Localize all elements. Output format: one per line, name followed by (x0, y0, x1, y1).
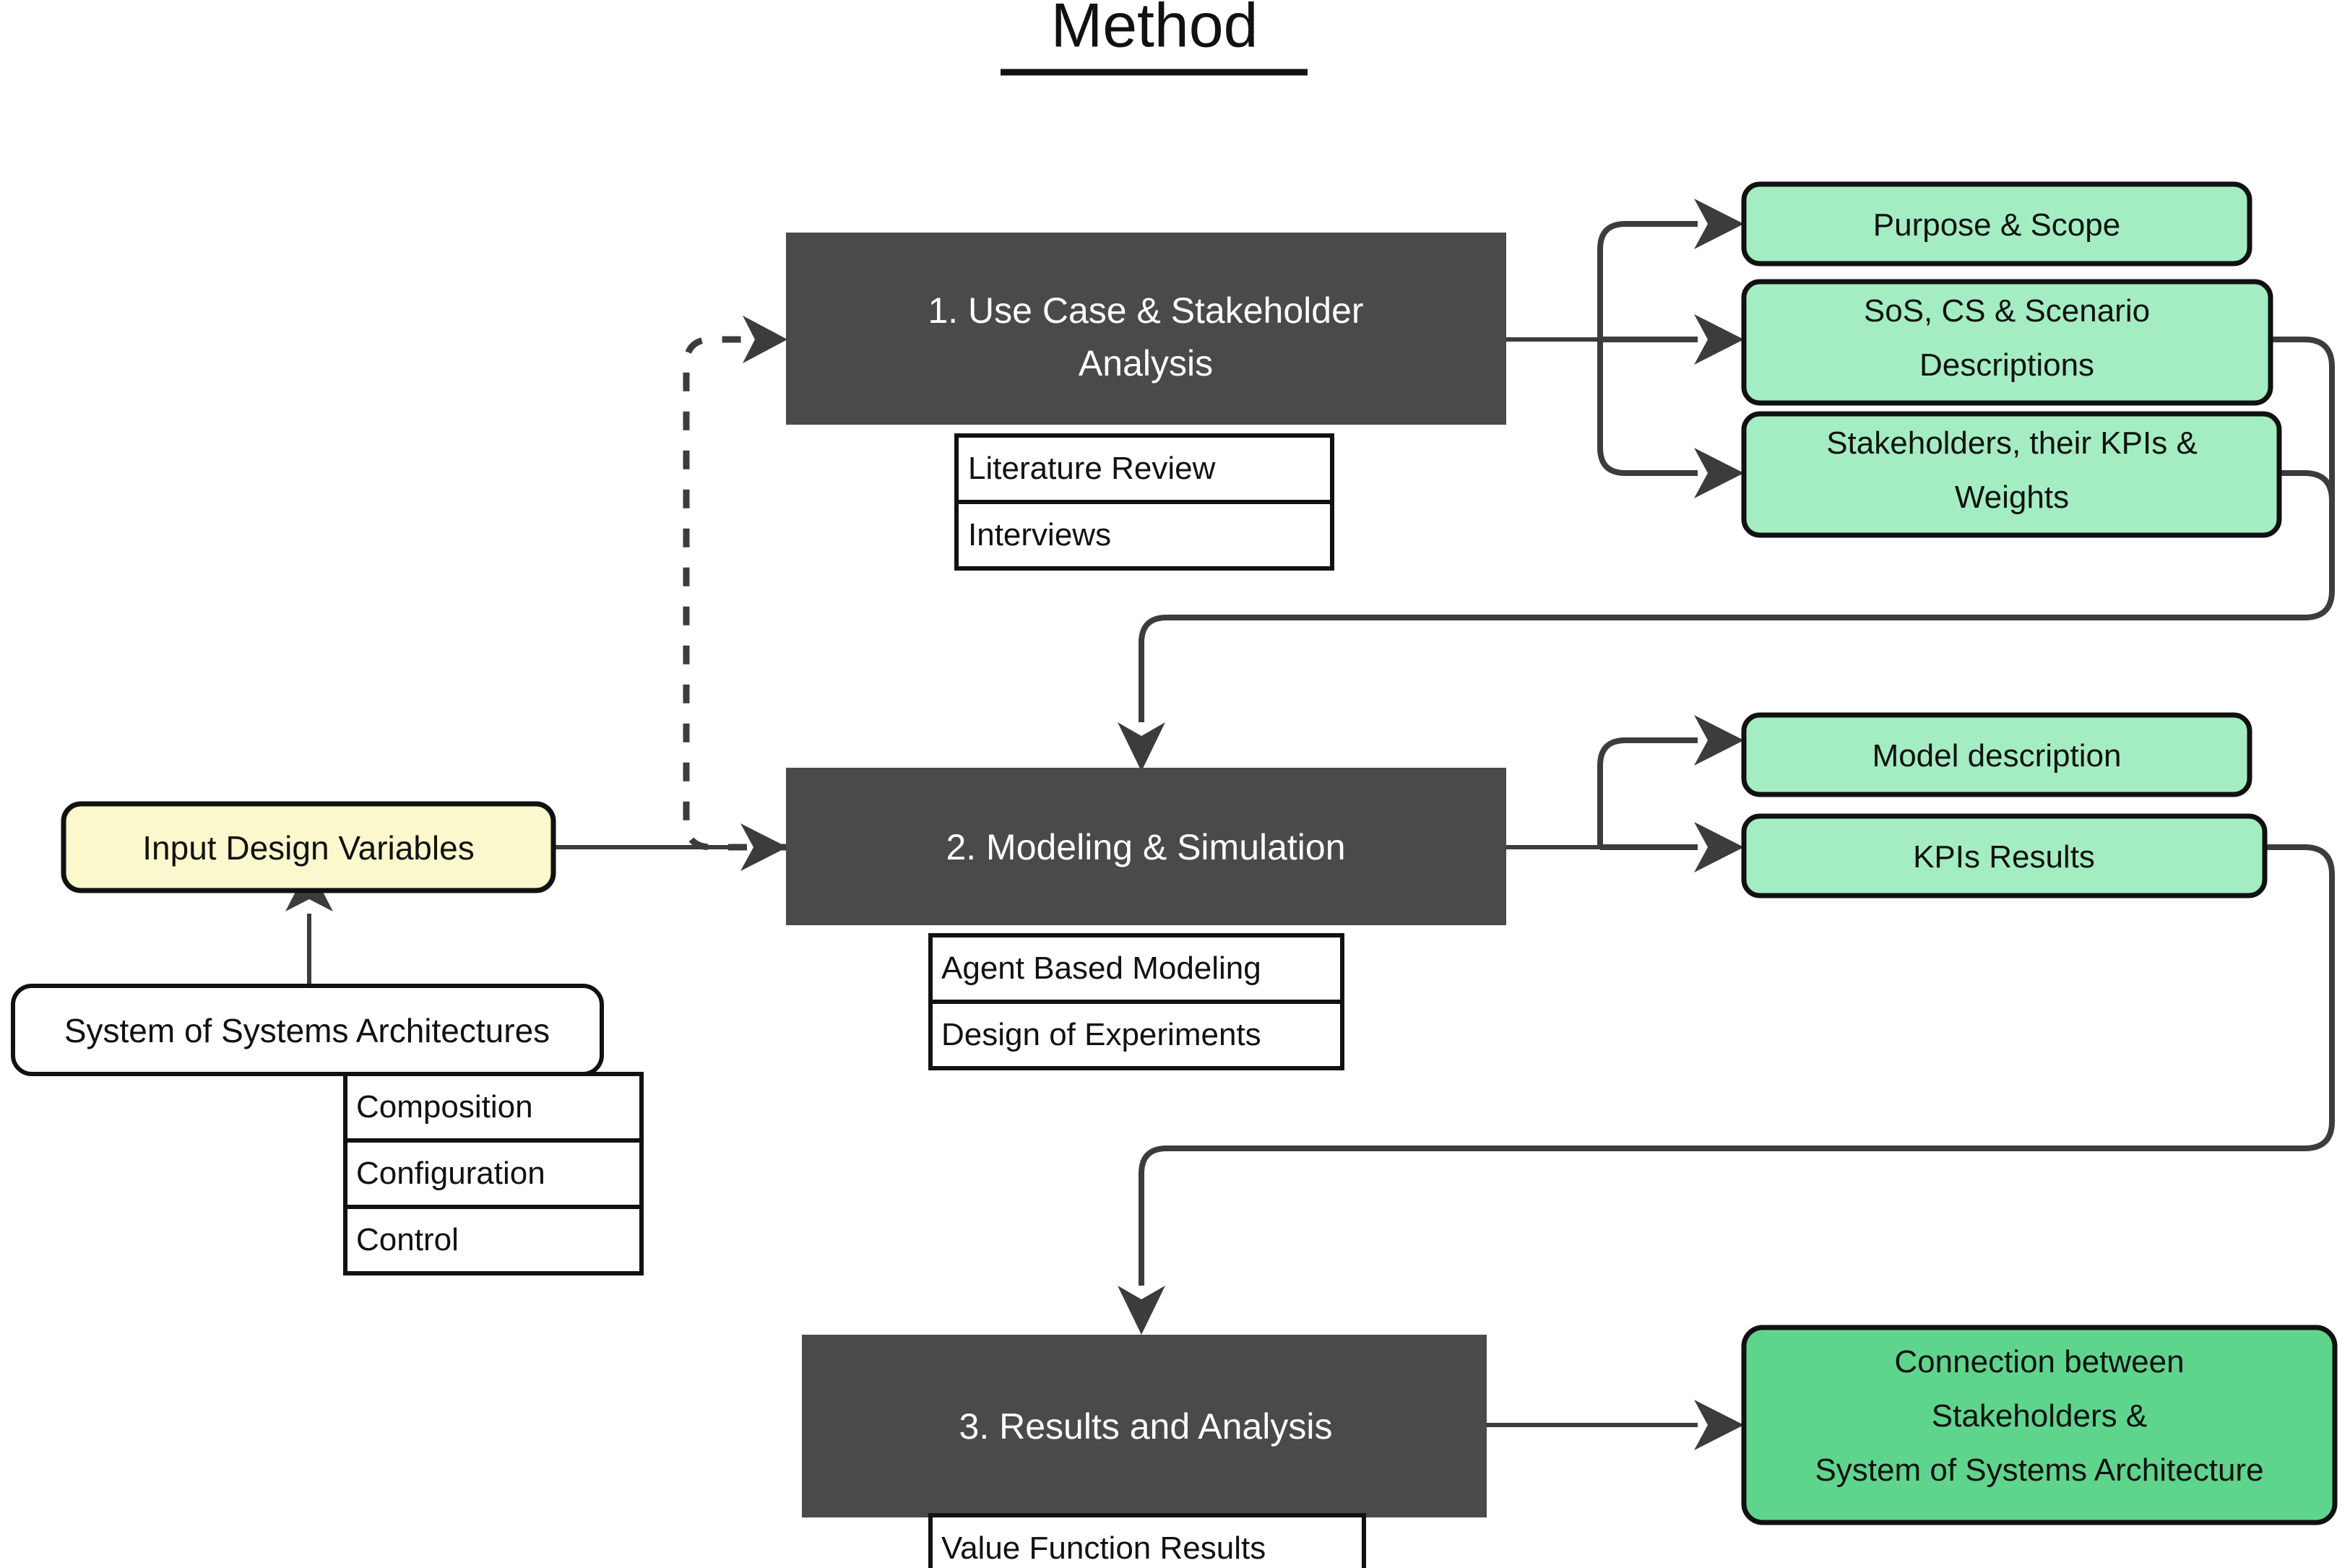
edge-feedback-arrowhead (743, 316, 787, 363)
phase-3-method-label: Value Function Results (941, 1530, 1266, 1566)
architecture-aspect-row[interactable] (343, 1072, 644, 1143)
phase-1-box[interactable] (786, 233, 1506, 425)
phase-3-group[interactable]: 3. Results and Analysis Value Function R… (802, 1335, 1487, 1568)
output-purpose-scope-box[interactable] (1741, 181, 2252, 267)
phase-3-method-row[interactable] (928, 1513, 1366, 1568)
architecture-aspects-table: Composition Configuration Control (343, 1072, 644, 1275)
edge-bus-to-phase3-arrowhead (1118, 1286, 1165, 1335)
system-of-systems-architectures-box[interactable] (11, 984, 604, 1076)
phase-1-label-line1: 1. Use Case & Stakeholder (928, 290, 1363, 331)
edge-stakeholders-kpis-to-phase2 (2279, 470, 2335, 578)
phase-2-box[interactable] (786, 768, 1506, 925)
edge-purpose-scope-arrowhead (1694, 199, 1744, 249)
output-sos-cs-scenario-line2: Descriptions (1919, 347, 2094, 383)
edge-kpis-results-to-phase3 (1139, 844, 2335, 1286)
output-connection-stakeholders-sos-box[interactable] (1741, 1325, 2338, 1525)
edge-connection-box-arrowhead (1694, 1400, 1744, 1450)
output-connection-line3: System of Systems Architecture (1815, 1452, 2263, 1488)
input-design-variables-box[interactable] (61, 801, 556, 893)
edge-kpis-results-arrowhead (1694, 822, 1744, 872)
output-stakeholders-kpis-line1: Stakeholders, their KPIs & (1826, 425, 2198, 461)
output-connection-stakeholders-sos[interactable]: Connection between Stakeholders & System… (1741, 1325, 2338, 1525)
phase-3-box[interactable] (802, 1335, 1487, 1517)
output-purpose-scope[interactable]: Purpose & Scope (1741, 181, 2252, 267)
output-sos-cs-scenario[interactable]: SoS, CS & Scenario Descriptions (1741, 279, 2273, 406)
edge-phase1-to-purpose-scope (1597, 221, 1698, 339)
output-kpis-results-label: KPIs Results (1913, 839, 2095, 875)
output-model-description-label: Model description (1872, 738, 2122, 774)
output-stakeholders-kpis-line2: Weights (1955, 480, 2069, 515)
phase-1-method-row[interactable] (954, 500, 1334, 571)
phase-2-method-row[interactable] (928, 1000, 1344, 1070)
phase-1-methods-table: Literature Review Interviews (954, 433, 1334, 571)
page-title: Method (1001, 0, 1308, 76)
architecture-aspect-label: Composition (356, 1089, 533, 1125)
inputs-group: Input Design Variables System of Systems… (11, 801, 644, 1275)
phase-1-label-line2: Analysis (1079, 343, 1213, 384)
edge-sos-descriptions-to-phase2 (1139, 337, 2335, 722)
edge-stakeholders-kpis-arrowhead (1694, 448, 1744, 498)
architecture-aspect-row[interactable] (343, 1138, 644, 1209)
edge-bus-to-phase2-arrowhead (1118, 722, 1165, 771)
edge-model-description-arrowhead (1694, 715, 1744, 766)
phase-1-method-label: Literature Review (968, 451, 1216, 486)
input-design-variables[interactable]: Input Design Variables (61, 801, 556, 893)
phase-2-group[interactable]: 2. Modeling & Simulation Agent Based Mod… (786, 768, 1506, 1070)
phase-2-label-line1: 2. Modeling & Simulation (946, 827, 1345, 867)
phase-3-label-line1: 3. Results and Analysis (959, 1406, 1333, 1447)
phase-2-outputs: Model description KPIs Results (1741, 712, 2268, 898)
input-design-variables-label: Input Design Variables (142, 829, 474, 867)
phase-1-group[interactable]: 1. Use Case & Stakeholder Analysis Liter… (786, 233, 1506, 571)
output-kpis-results-box[interactable] (1741, 813, 2268, 898)
output-sos-cs-scenario-line1: SoS, CS & Scenario (1864, 293, 2150, 329)
edge-input-to-phase2-arrowhead (740, 823, 787, 871)
architecture-aspect-row[interactable] (343, 1205, 644, 1275)
output-stakeholders-kpis-box[interactable] (1741, 411, 2282, 538)
phase-2-method-label: Design of Experiments (941, 1017, 1261, 1052)
phase-3-methods-table: Value Function Results (928, 1513, 1366, 1568)
output-kpis-results[interactable]: KPIs Results (1741, 813, 2268, 898)
phase-1-method-label: Interviews (968, 517, 1111, 553)
system-of-systems-architectures-label: System of Systems Architectures (64, 1012, 550, 1049)
output-sos-cs-scenario-box[interactable] (1741, 279, 2273, 406)
edge-phase2-to-model-description (1597, 737, 1698, 847)
output-model-description-box[interactable] (1741, 712, 2252, 797)
output-purpose-scope-label: Purpose & Scope (1873, 207, 2120, 243)
edge-feedback-phase2-to-phase1 (683, 336, 786, 851)
edge-phase1-to-stakeholders-kpis (1597, 339, 1698, 476)
output-stakeholders-kpis[interactable]: Stakeholders, their KPIs & Weights (1741, 411, 2282, 538)
output-connection-line1: Connection between (1894, 1344, 2184, 1379)
edge-sos-descriptions-arrowhead (1694, 314, 1744, 365)
phase-1-outputs: Purpose & Scope SoS, CS & Scenario Descr… (1741, 181, 2282, 538)
connector-layer (285, 199, 2335, 1450)
architecture-aspect-label: Configuration (356, 1156, 545, 1191)
system-of-systems-architectures[interactable]: System of Systems Architectures (11, 984, 604, 1076)
phase-2-method-label: Agent Based Modeling (941, 950, 1261, 986)
phase-2-methods-table: Agent Based Modeling Design of Experimen… (928, 933, 1344, 1070)
output-model-description[interactable]: Model description (1741, 712, 2252, 797)
phase-1-method-row[interactable] (954, 433, 1334, 504)
page-title-text: Method (1051, 0, 1258, 61)
architecture-aspect-label: Control (356, 1222, 459, 1257)
output-connection-line2: Stakeholders & (1932, 1398, 2147, 1434)
phase-3-outputs: Connection between Stakeholders & System… (1741, 1325, 2338, 1525)
